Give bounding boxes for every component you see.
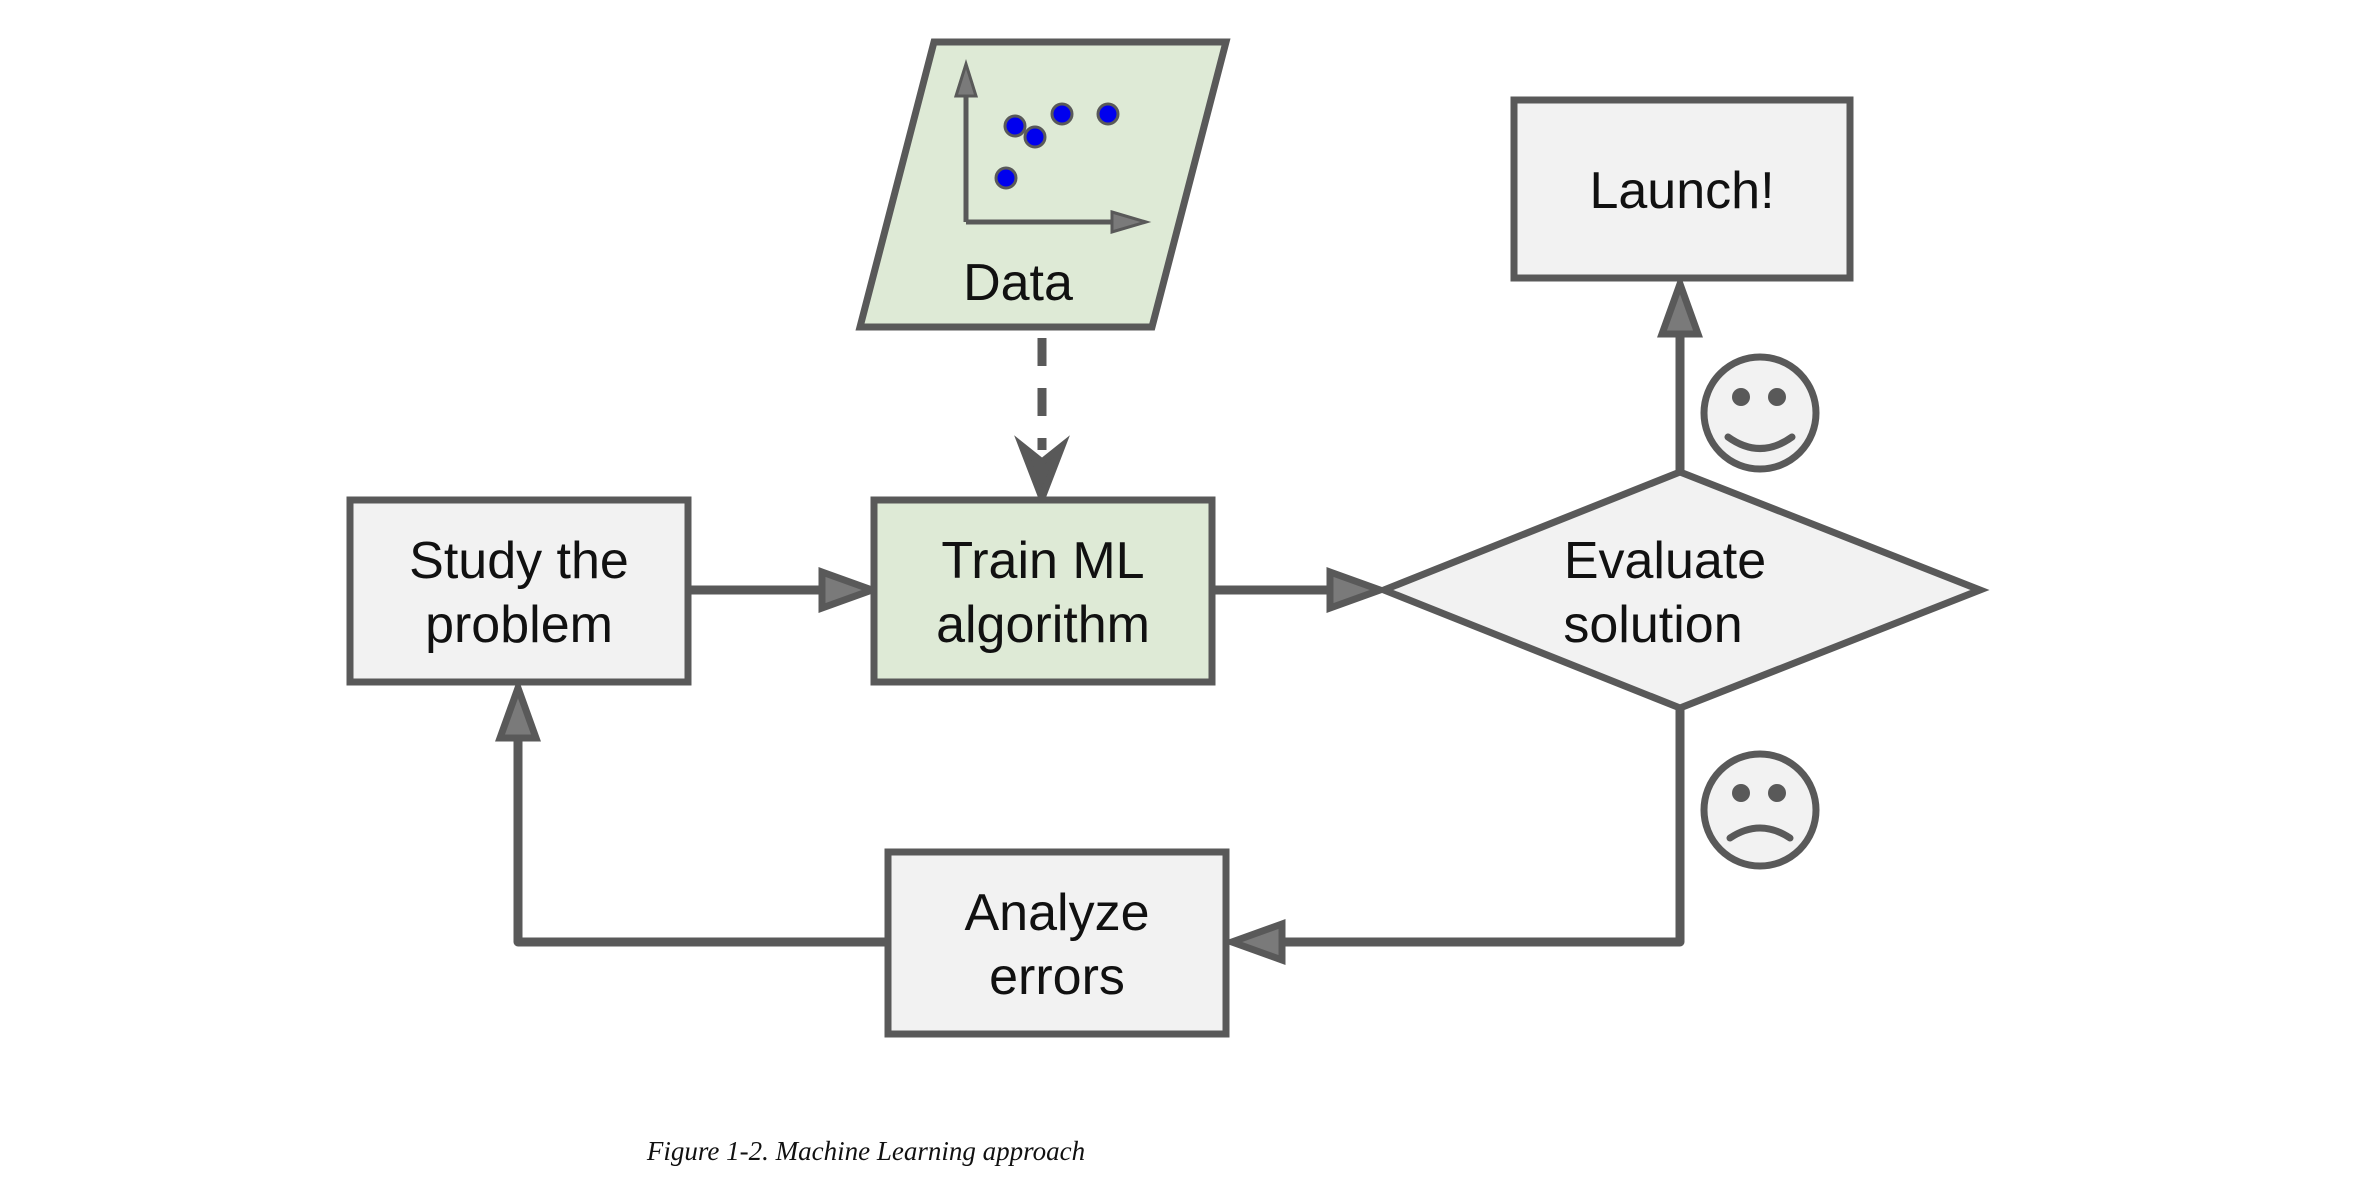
sad-face-mouth (1726, 824, 1794, 842)
smiley-face-mouth (1724, 433, 1796, 452)
figure-caption: Figure 1-2. Machine Learning approach (646, 1136, 1085, 1166)
scatter-point (994, 166, 1018, 190)
train-ml-node: Train ML algorithm (870, 496, 1216, 686)
scatter-point (1023, 125, 1047, 149)
arrowhead-study-to-train (818, 567, 883, 613)
smiley-face-icon (1700, 353, 1820, 473)
train-ml-label-line1: Train ML (941, 532, 1144, 590)
evaluate-solution-diamond (1374, 468, 1990, 712)
analyze-errors-box (884, 848, 1230, 1038)
launch-label: Launch! (1589, 162, 1774, 220)
analyze-errors-label-line1: Analyze (965, 884, 1150, 942)
evaluate-solution-node: Evaluate solution (1374, 468, 1990, 712)
smiley-face-eye (1732, 388, 1750, 406)
evaluate-solution-label-line2: solution (1563, 596, 1742, 654)
edge-analyze-to-study (513, 731, 893, 947)
sad-face-outline (1700, 750, 1820, 870)
smiley-face-eye (1768, 388, 1786, 406)
smiley-face-outline (1700, 353, 1820, 473)
evaluate-solution-label-line1: Evaluate (1564, 532, 1766, 590)
sad-face-icon (1700, 750, 1820, 870)
scatter-point (1003, 114, 1027, 138)
arrowhead-analyze-to-study (495, 677, 541, 742)
analyze-errors-label-line2: errors (989, 948, 1125, 1006)
arrowhead-data-to-train (1014, 435, 1070, 508)
edge-evaluate-to-analyze (1275, 705, 1685, 947)
edges (513, 325, 1685, 947)
scatter-x-arrowhead (1110, 209, 1152, 235)
scatter-point (1050, 102, 1074, 126)
data-node: Data (855, 38, 1231, 331)
train-ml-box (870, 496, 1216, 686)
sad-face-eye (1768, 784, 1786, 802)
study-problem-node: Study the problem (346, 496, 692, 686)
arrowhead-train-to-evaluate (1326, 567, 1391, 613)
arrowheads (495, 273, 1703, 965)
launch-node: Launch! (1510, 96, 1854, 282)
study-problem-label-line1: Study the (409, 532, 629, 590)
scatter-y-arrowhead (953, 58, 979, 98)
launch-box (1510, 96, 1854, 282)
sad-face-eye (1732, 784, 1750, 802)
train-ml-label-line2: algorithm (936, 596, 1150, 654)
arrowhead-evaluate-to-analyze (1221, 919, 1286, 965)
scatter-point (1096, 102, 1120, 126)
arrowhead-evaluate-to-launch (1657, 273, 1703, 338)
data-label: Data (963, 254, 1073, 312)
scatter-plot-icon (953, 58, 1152, 235)
study-problem-label-line2: problem (425, 596, 613, 654)
analyze-errors-node: Analyze errors (884, 848, 1230, 1038)
data-parallelogram (855, 38, 1231, 331)
study-problem-box (346, 496, 692, 686)
